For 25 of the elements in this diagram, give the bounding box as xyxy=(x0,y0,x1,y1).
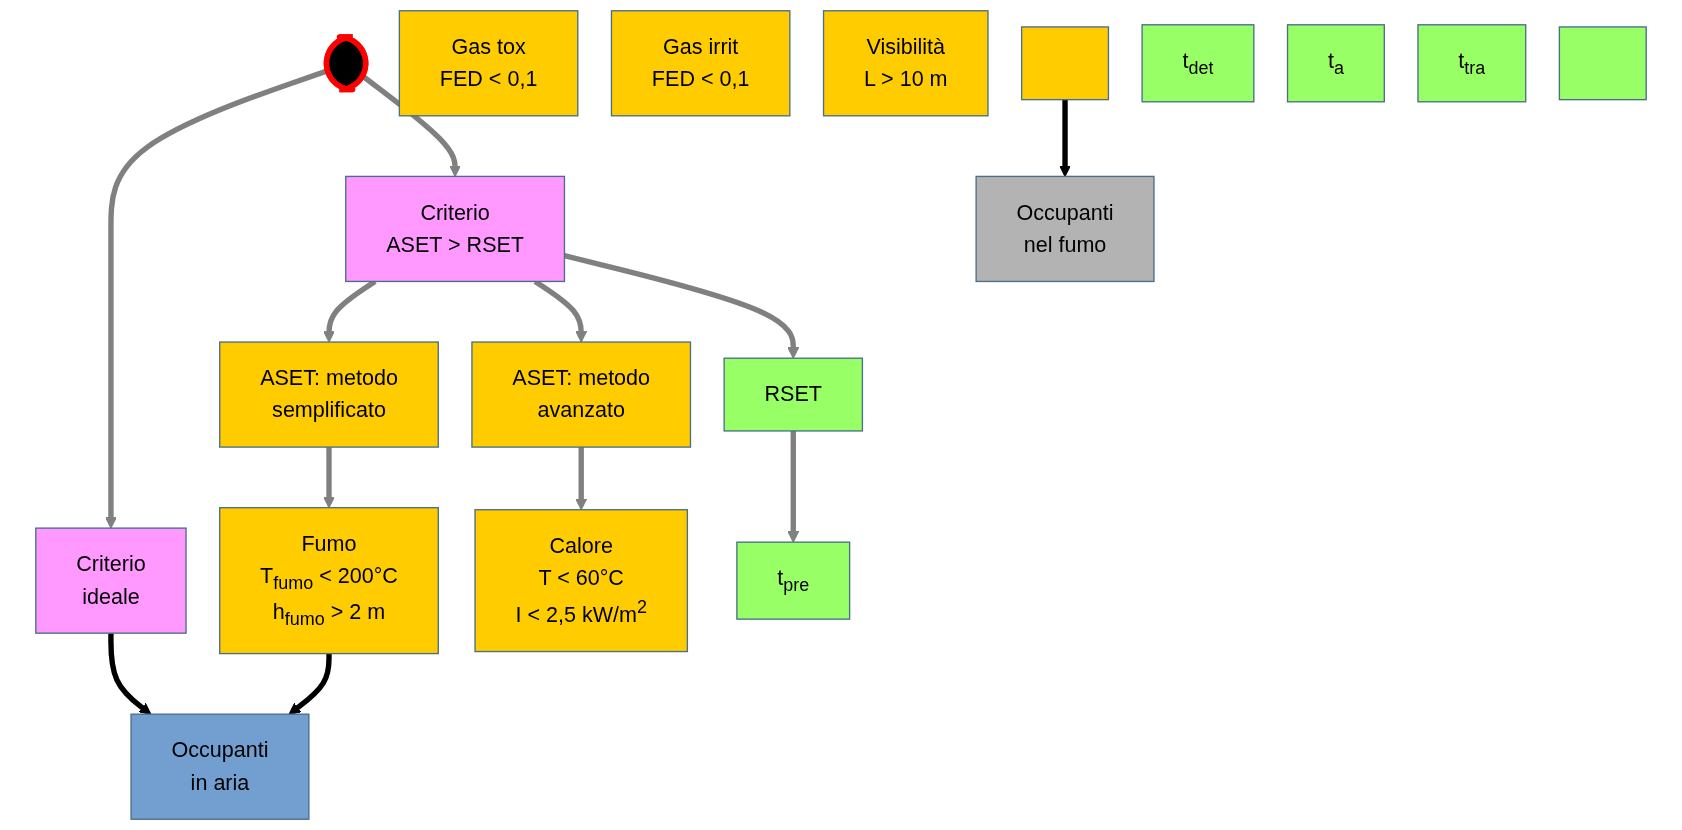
node-box: Gas irrit FED < 0,1 xyxy=(610,10,791,117)
node-bar xyxy=(1020,26,1110,101)
arrow xyxy=(361,74,462,177)
node-box: t$_{pre}$ xyxy=(736,541,851,620)
node-box: Occupanti nel fumo xyxy=(975,175,1155,283)
node-box: ASET: metodo semplificato xyxy=(219,341,439,448)
arrow xyxy=(108,633,152,715)
node-box: RSET xyxy=(723,357,864,432)
arrow xyxy=(575,447,588,511)
node-bar xyxy=(1558,26,1647,101)
arrow xyxy=(323,447,335,509)
node-box: t$_{a}$ xyxy=(1286,24,1385,103)
node-box: Fumo T$_{fumo}$ < 200°C h$_{fumo}$ > 2 m xyxy=(219,507,439,655)
node-box: Visibilità L > 10 m xyxy=(822,10,989,117)
node-box: Criterio ASET > RSET xyxy=(345,175,566,283)
node-box: Gas tox FED < 0,1 xyxy=(398,10,579,117)
node-box: t$_{det}$ xyxy=(1141,24,1255,103)
arrow xyxy=(1059,99,1071,177)
arrow xyxy=(288,653,332,715)
arrow xyxy=(787,430,800,543)
node-box: Occupanti in aria xyxy=(130,713,310,820)
node-box: ASET: metodo avanzato xyxy=(471,341,692,448)
node-box: Calore T < 60°C I < 2,5 kW/m$^{2}$ xyxy=(474,509,689,653)
node-box: Criterio ideale xyxy=(35,527,187,634)
node-box: t$_{tra}$ xyxy=(1417,24,1527,103)
